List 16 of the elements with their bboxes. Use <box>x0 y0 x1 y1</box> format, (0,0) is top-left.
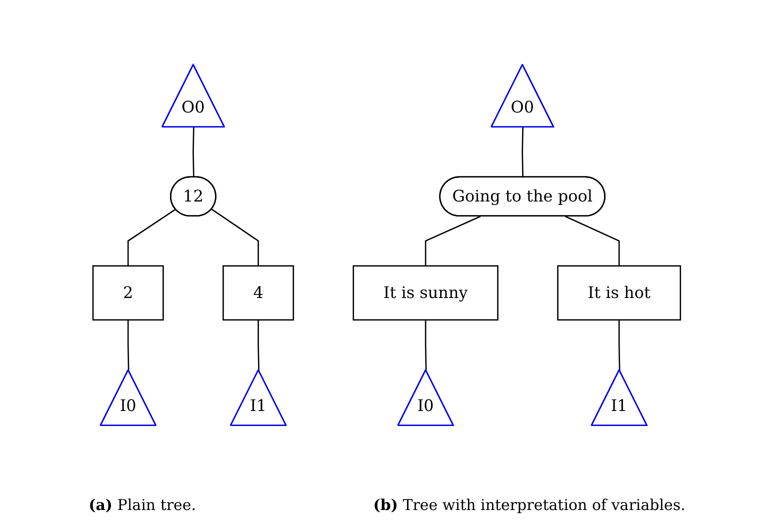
node-box: 4 <box>222 265 294 321</box>
connector <box>258 320 260 370</box>
connector <box>618 320 621 370</box>
connector <box>192 127 195 178</box>
figure-caption: (a) Plain tree. <box>88 496 196 514</box>
connector <box>565 216 620 266</box>
node-box: 2 <box>92 265 164 321</box>
connector <box>425 320 428 370</box>
connector <box>522 127 524 178</box>
figure-caption: (b) Tree with interpretation of variables. <box>373 496 686 514</box>
node-box: It is hot <box>557 265 682 321</box>
connector <box>128 320 130 370</box>
connector <box>128 208 176 266</box>
node-box: It is sunny <box>353 265 499 321</box>
connector <box>212 208 260 266</box>
connector <box>425 216 481 266</box>
